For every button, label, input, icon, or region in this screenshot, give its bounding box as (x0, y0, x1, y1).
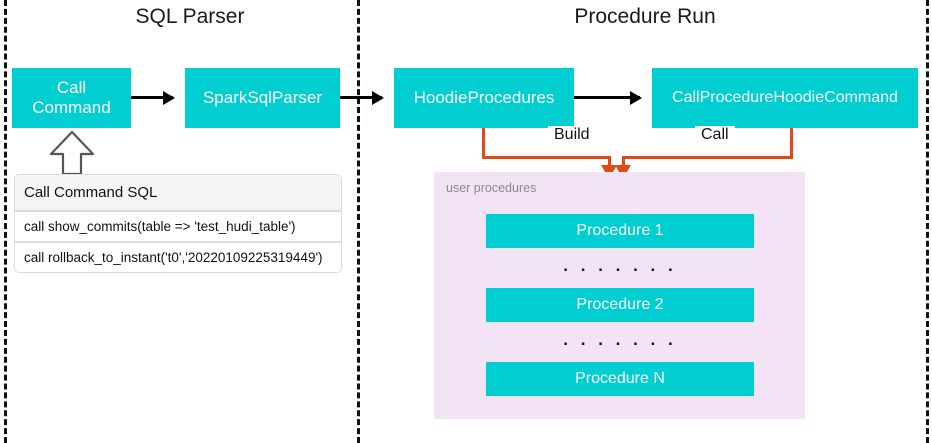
arrow-parser-to-hoodie-procedures-icon (340, 90, 384, 105)
user-procedures-label: user procedures (446, 181, 537, 195)
connector-build-vertical (482, 128, 485, 159)
connector-call-horizontal (622, 156, 793, 159)
procedure-item[interactable]: Procedure 2 (486, 288, 754, 322)
connector-build-descent (608, 156, 611, 170)
up-arrow-icon (49, 130, 95, 176)
node-call-command-label: Call Command (32, 78, 110, 118)
procedure-ellipsis: . . . . . . . (563, 330, 677, 349)
sql-table-row: call show_commits(table => 'test_hudi_ta… (14, 211, 342, 242)
connector-call-descent (622, 156, 625, 170)
sql-table-header: Call Command SQL (14, 174, 342, 211)
connector-call-vertical (790, 128, 793, 159)
call-command-sql-table: Call Command SQL call show_commits(table… (14, 174, 342, 273)
node-hoodie-procedures[interactable]: HoodieProcedures (394, 68, 574, 128)
arrow-call-command-to-parser-icon (131, 90, 175, 105)
procedure-ellipsis: . . . . . . . (563, 256, 677, 275)
edge-label-call: Call (695, 126, 735, 144)
arrow-hoodie-to-call-command-icon (574, 90, 642, 105)
node-call-procedure-hoodie-command[interactable]: CallProcedureHoodieCommand (652, 68, 918, 128)
node-call-command[interactable]: Call Command (12, 68, 131, 128)
node-call-command-line1: Call (56, 77, 87, 97)
procedure-item[interactable]: Procedure 1 (486, 214, 754, 248)
sql-table-row: call rollback_to_instant('t0','202201092… (14, 242, 342, 273)
edge-label-build: Build (548, 126, 596, 144)
section-title-procedure-run: Procedure Run (574, 5, 716, 28)
user-procedures-panel: user procedures Procedure 1 . . . . . . … (434, 172, 805, 419)
section-divider-right (926, 0, 929, 443)
connector-build-horizontal (482, 156, 611, 159)
section-divider-middle (357, 0, 360, 443)
section-divider-left (4, 0, 7, 443)
node-spark-sql-parser[interactable]: SparkSqlParser (185, 68, 340, 128)
node-call-command-line2: Command (32, 98, 111, 117)
section-title-sql-parser: SQL Parser (135, 5, 245, 28)
procedure-item[interactable]: Procedure N (486, 362, 754, 396)
